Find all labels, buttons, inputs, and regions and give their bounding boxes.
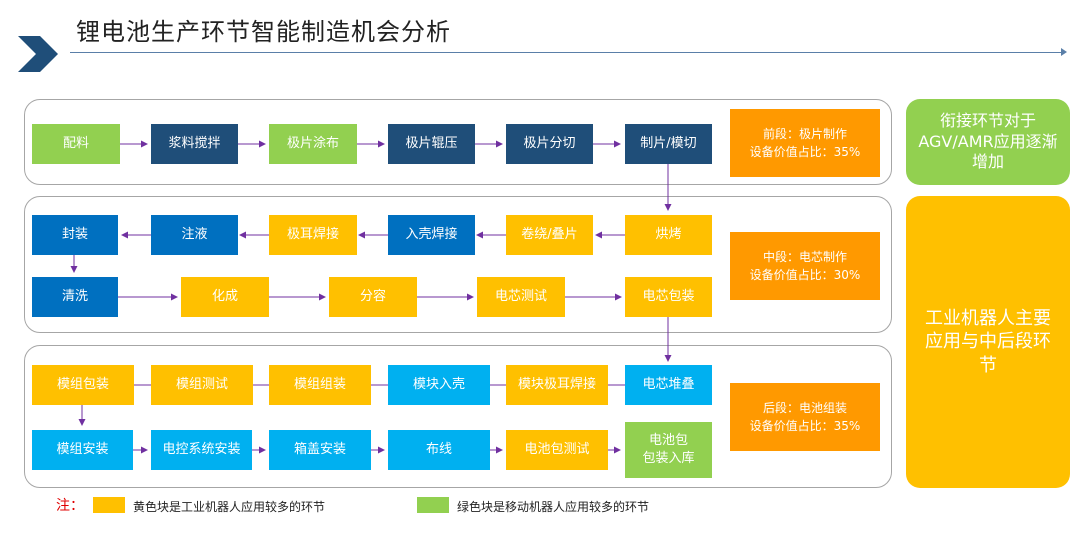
header-arrow-icon	[1061, 48, 1067, 56]
step-cell-stacking: 电芯堆叠	[625, 365, 712, 405]
step-electrode-coating: 极片涂布	[269, 124, 357, 164]
step-die-cutting: 制片/模切	[625, 124, 712, 164]
agv-note: 衔接环节对于 AGV/AMR应用逐渐 增加	[906, 99, 1070, 185]
step-batching: 配料	[32, 124, 120, 164]
legend-yellow-swatch	[93, 497, 125, 513]
stage-front: 前段：极片制作 设备价值占比：35%	[730, 109, 880, 177]
legend-green-text: 绿色块是移动机器人应用较多的环节	[457, 500, 650, 514]
legend-yellow-text: 黄色块是工业机器人应用较多的环节	[133, 500, 326, 514]
stage-front-share: 设备价值占比：35%	[749, 145, 861, 159]
step-module-tab-welding: 模块极耳焊接	[506, 365, 608, 405]
legend-green-swatch	[417, 497, 449, 513]
page-title: 锂电池生产环节智能制造机会分析	[76, 18, 451, 46]
step-formation: 化成	[181, 277, 269, 317]
industrial-robot-note-text: 工业机器人主要 应用与中后段环 节	[925, 307, 1051, 376]
step-sealing: 封装	[32, 215, 118, 255]
step-module-packing: 模组包装	[32, 365, 134, 405]
stage-middle-name: 中段：电芯制作	[762, 250, 847, 264]
step-baking: 烘烤	[625, 215, 712, 255]
step-electrolyte-filling: 注液	[151, 215, 238, 255]
step-case-welding: 入壳焊接	[388, 215, 475, 255]
stage-front-name: 前段：极片制作	[762, 127, 847, 141]
stage-middle: 中段：电芯制作 设备价值占比：30%	[730, 232, 880, 300]
step-module-installation: 模组安装	[32, 430, 133, 470]
step-cover-installation: 箱盖安装	[269, 430, 371, 470]
stage-back-share: 设备价值占比：35%	[749, 419, 861, 433]
step-slurry-mixing: 浆料搅拌	[151, 124, 238, 164]
step-winding-stacking: 卷绕/叠片	[506, 215, 593, 255]
agv-note-text: 衔接环节对于 AGV/AMR应用逐渐 增加	[918, 110, 1058, 172]
step-cleaning: 清洗	[32, 277, 118, 317]
step-tab-welding: 极耳焊接	[269, 215, 357, 255]
step-bms-installation: 电控系统安装	[151, 430, 252, 470]
stage-middle-share: 设备价值占比：30%	[749, 268, 861, 282]
step-electrode-rolling: 极片辊压	[388, 124, 475, 164]
step-electrode-slitting: 极片分切	[506, 124, 593, 164]
step-module-testing: 模组测试	[151, 365, 253, 405]
step-cell-testing: 电芯测试	[477, 277, 565, 317]
step-wiring: 布线	[388, 430, 490, 470]
industrial-robot-note: 工业机器人主要 应用与中后段环 节	[906, 196, 1070, 488]
stage-back-name: 后段：电池组装	[762, 401, 847, 415]
chevron-logo-icon	[18, 36, 58, 72]
step-pack-testing: 电池包测试	[506, 430, 608, 470]
step-module-assembly: 模组组装	[269, 365, 371, 405]
legend-label: 注：	[56, 498, 84, 514]
header-divider	[70, 52, 1064, 53]
step-pack-warehousing: 电池包 包装入库	[625, 422, 712, 478]
step-cell-packing: 电芯包装	[625, 277, 712, 317]
stage-back: 后段：电池组装 设备价值占比：35%	[730, 383, 880, 451]
step-grading: 分容	[329, 277, 417, 317]
step-module-casing: 模块入壳	[388, 365, 490, 405]
